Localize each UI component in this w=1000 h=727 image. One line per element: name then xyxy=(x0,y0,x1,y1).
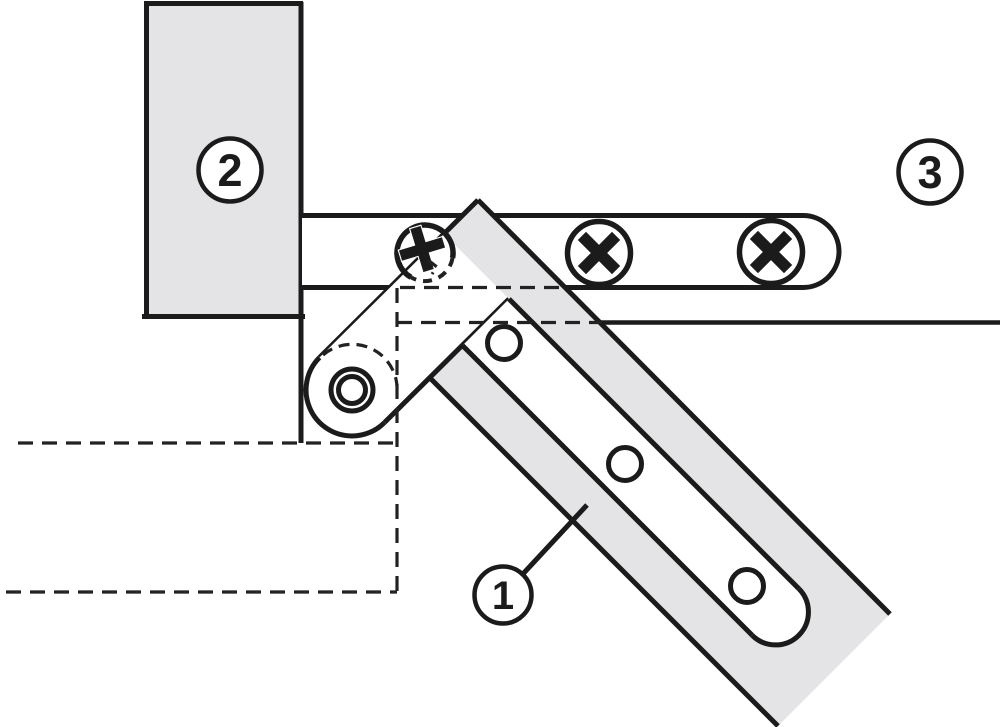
cabinet-panel xyxy=(142,1,305,443)
pivot-hook-lower-edge xyxy=(382,297,511,425)
flap-panel-right-edge xyxy=(476,198,892,616)
arm-hole xyxy=(485,324,523,362)
screw-cross-icon xyxy=(576,230,622,276)
hidden-lines xyxy=(6,285,601,594)
front-screw xyxy=(394,222,456,284)
pivot-hole-inner xyxy=(336,374,368,406)
part-label-1: 1 xyxy=(472,503,589,626)
part-label-3: 3 xyxy=(896,138,964,206)
screw-cross-icon xyxy=(748,229,794,275)
mounting-plate-body xyxy=(302,215,839,288)
leader-line xyxy=(519,503,589,578)
part-label-number: 3 xyxy=(917,147,942,198)
flap-panel-lower-left-edge xyxy=(428,376,780,727)
part-label-2: 2 xyxy=(196,136,264,204)
arm-hole xyxy=(728,567,766,605)
screw-head-ring-hidden xyxy=(410,257,455,284)
screw-head-ring xyxy=(564,218,634,288)
arm-hole xyxy=(606,445,644,483)
screw-head-ring xyxy=(736,217,806,287)
mounting-plate xyxy=(302,213,842,290)
screw-icon xyxy=(736,217,806,287)
part-label-number: 1 xyxy=(492,574,514,618)
part-label-circle xyxy=(896,138,964,206)
stay-arm-left-edge xyxy=(460,343,754,638)
part-label-number: 2 xyxy=(217,145,242,196)
screw-cross-icon xyxy=(397,224,447,274)
pivot-hook-cap-edge xyxy=(303,355,387,439)
stay-arm-end-cap xyxy=(750,586,811,648)
part-label-circle xyxy=(472,564,534,626)
screw-cross-hidden-tick xyxy=(427,258,440,275)
stay-arm xyxy=(328,297,811,648)
stay-arm-right-edge xyxy=(507,297,801,591)
flap-panel-upper-left-edge xyxy=(317,198,480,360)
part-label-circle xyxy=(196,136,264,204)
screw-icon xyxy=(564,218,634,288)
mounting-plate-end-cap xyxy=(802,213,842,290)
